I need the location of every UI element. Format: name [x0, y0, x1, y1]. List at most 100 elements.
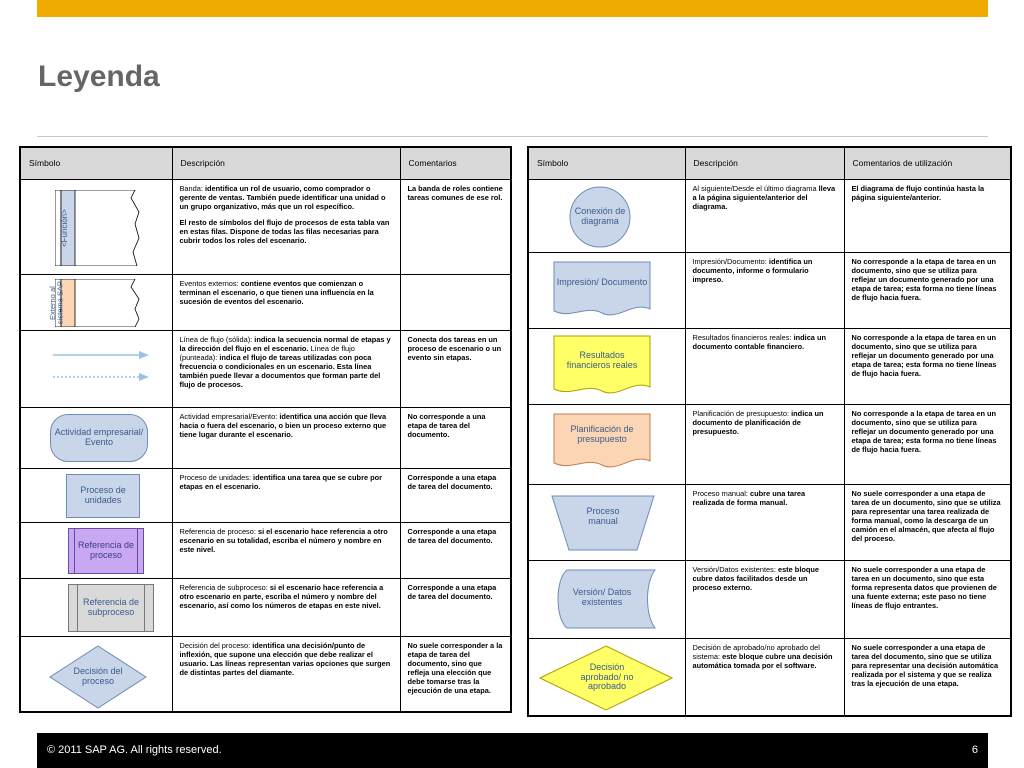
existing-data-label: Versión/ Datos existentes — [572, 586, 632, 607]
external-events-label: Externo al sistema SAP — [48, 281, 65, 324]
symbol-cell: Proceso manual — [527, 483, 686, 561]
desc-bold: identifica una acción que lleva hacia o … — [179, 411, 387, 439]
desc-lead: Planificación de presupuesto: — [692, 408, 792, 418]
financial-results-label: Resultados financieros reales — [566, 349, 638, 370]
title-divider — [37, 136, 988, 137]
header-description: Descripción — [171, 146, 401, 180]
description-cell: Referencia de proceso: si el escenario h… — [171, 521, 401, 579]
print-document-symbol — [553, 261, 651, 315]
comment-cell: Corresponde a una etapa de tarea del doc… — [399, 467, 512, 523]
table-row: Línea de flujo (sólida): indica la secue… — [19, 329, 512, 408]
symbol-cell — [19, 329, 173, 408]
unit-process-symbol: Proceso de unidades — [66, 473, 140, 518]
desc-extra: El resto de símbolos del flujo de proces… — [179, 217, 390, 245]
budget-planning-label: Planificación de presupuesto — [570, 423, 634, 444]
table-row: <Función> Banda: identifica un rol de us… — [19, 178, 512, 275]
desc-bold: indica un documento de planificación de … — [692, 408, 824, 436]
diagram-connection-label: Conexión de diagrama — [574, 205, 626, 226]
header-comments: Comentarios — [399, 146, 512, 180]
manual-process-label: Proceso manual — [586, 505, 620, 526]
symbol-cell: Externo al sistema SAP — [19, 273, 173, 331]
desc-bold: indica la secuencia normal de etapas y l… — [179, 334, 391, 353]
table-row: Impresión/ Documento Impresión/Documento… — [527, 251, 1012, 329]
legend-table-left: Símbolo Descripción Comentarios <Función… — [19, 146, 512, 713]
desc-bold: si el escenario hace referencia a otro e… — [179, 582, 384, 610]
footer-bar: © 2011 SAP AG. All rights reserved. 6 — [37, 733, 988, 768]
description-cell: Versión/Datos existentes: este bloque cu… — [684, 559, 845, 639]
financial-results-symbol — [553, 335, 651, 393]
table-row: Versión/ Datos existentes Versión/Datos … — [527, 559, 1012, 639]
desc-lead: Resultados financieros reales: — [692, 332, 794, 342]
diagram-connection-symbol — [569, 186, 631, 247]
desc-lead: Actividad empresarial/Evento: — [179, 411, 280, 421]
symbol-cell: Proceso de unidades — [19, 467, 173, 523]
symbol-cell: Resultados financieros reales — [527, 327, 686, 405]
budget-planning-symbol — [553, 413, 651, 467]
symbol-cell: Versión/ Datos existentes — [527, 559, 686, 639]
symbol-cell: Actividad empresarial/ Evento — [19, 406, 173, 469]
symbol-cell: Planificación de presupuesto — [527, 403, 686, 485]
desc-lead-2: Línea de flujo (punteada): — [179, 343, 355, 362]
symbol-cell: Decisión aprobado/ no aprobado — [527, 637, 686, 717]
subprocess-reference-label: Referencia de subproceso — [82, 596, 140, 617]
desc-bold: este bloque cubre datos facilitados desd… — [692, 564, 820, 592]
role-band-label: <Función> — [60, 208, 69, 247]
desc-bold: este bloque cubre una decisión automátic… — [692, 651, 833, 670]
table-header-row: Símbolo Descripción Comentarios — [19, 146, 512, 180]
header-symbol: Símbolo — [19, 146, 173, 180]
comment-cell: El diagrama de flujo continúa hasta la p… — [843, 178, 1012, 253]
comment-cell: No suele corresponder a la etapa de tare… — [399, 635, 512, 713]
desc-lead: Línea de flujo (sólida): — [179, 334, 255, 344]
external-events-symbol — [55, 278, 140, 327]
footer-copyright: © 2011 SAP AG. All rights reserved. — [47, 744, 222, 756]
desc-bold-2: indica el flujo de tareas utilizadas con… — [179, 352, 381, 389]
description-cell: Banda: identifica un rol de usuario, com… — [171, 178, 401, 275]
legend-table-right: Símbolo Descripción Comentarios de utili… — [527, 146, 1012, 717]
table-row: Proceso de unidades Proceso de unidades:… — [19, 467, 512, 523]
description-cell: Línea de flujo (sólida): indica la secue… — [171, 329, 401, 408]
unit-process-label: Proceso de unidades — [80, 484, 126, 505]
desc-lead: Referencia de proceso: — [179, 526, 258, 536]
print-document-label: Impresión/ Documento — [556, 276, 648, 287]
description-cell: Referencia de subproceso: si el escenari… — [171, 577, 401, 637]
table-header-row: Símbolo Descripción Comentarios de utili… — [527, 146, 1012, 180]
desc-lead: Impresión/Documento: — [692, 256, 769, 266]
approval-decision-label: Decisión aprobado/ no aprobado — [580, 661, 634, 692]
description-cell: Proceso de unidades: identifica una tare… — [171, 467, 401, 523]
desc-lead: Decisión de aprobado/no aprobado del sis… — [692, 642, 820, 661]
header-description: Descripción — [684, 146, 845, 180]
desc-bold: identifica un rol de usuario, como compr… — [179, 183, 386, 211]
approval-decision-symbol — [539, 644, 673, 711]
header-symbol: Símbolo — [527, 146, 686, 180]
existing-data-symbol — [557, 569, 657, 628]
description-cell: Al siguiente/Desde el último diagrama ll… — [684, 178, 845, 253]
desc-lead: Proceso de unidades: — [179, 472, 254, 482]
symbol-cell: Referencia de proceso — [19, 521, 173, 579]
table-row: Conexión de diagrama Al siguiente/Desde … — [527, 178, 1012, 253]
description-cell: Resultados financieros reales: indica un… — [684, 327, 845, 405]
desc-lead: Decisión del proceso: — [179, 640, 253, 650]
desc-bold: contiene eventos que comienzan o termina… — [179, 278, 374, 306]
desc-bold: indica un documento contable financiero. — [692, 332, 827, 351]
table-row: Actividad empresarial/ Evento Actividad … — [19, 406, 512, 469]
desc-lead: Al siguiente/Desde el último diagrama — [692, 183, 819, 193]
table-row: Referencia de subproceso Referencia de s… — [19, 577, 512, 637]
desc-bold: identifica una decisión/punto de inflexi… — [179, 640, 391, 677]
desc-lead: Proceso manual: — [692, 488, 751, 498]
process-decision-symbol — [49, 644, 147, 709]
table-row: Decisión del proceso Decisión del proces… — [19, 635, 512, 713]
role-band-symbol — [55, 189, 140, 266]
top-accent-bar — [37, 0, 988, 17]
comment-cell: No suele corresponder a una etapa de tar… — [843, 559, 1012, 639]
symbol-cell: Referencia de subproceso — [19, 577, 173, 637]
symbol-cell: Decisión del proceso — [19, 635, 173, 713]
comment-cell — [399, 273, 512, 331]
table-row: Externo al sistema SAP Eventos externos:… — [19, 273, 512, 331]
page-title: Leyenda — [38, 60, 160, 93]
desc-bold: si el escenario hace referencia a otro e… — [179, 526, 388, 554]
description-cell: Actividad empresarial/Evento: identifica… — [171, 406, 401, 469]
table-row: Referencia de proceso Referencia de proc… — [19, 521, 512, 579]
comment-cell: No corresponde a una etapa de tarea del … — [399, 406, 512, 469]
desc-bold: lleva a la página siguiente/anterior del… — [692, 183, 836, 211]
desc-bold: cubre una tarea realizada de forma manua… — [692, 488, 806, 507]
